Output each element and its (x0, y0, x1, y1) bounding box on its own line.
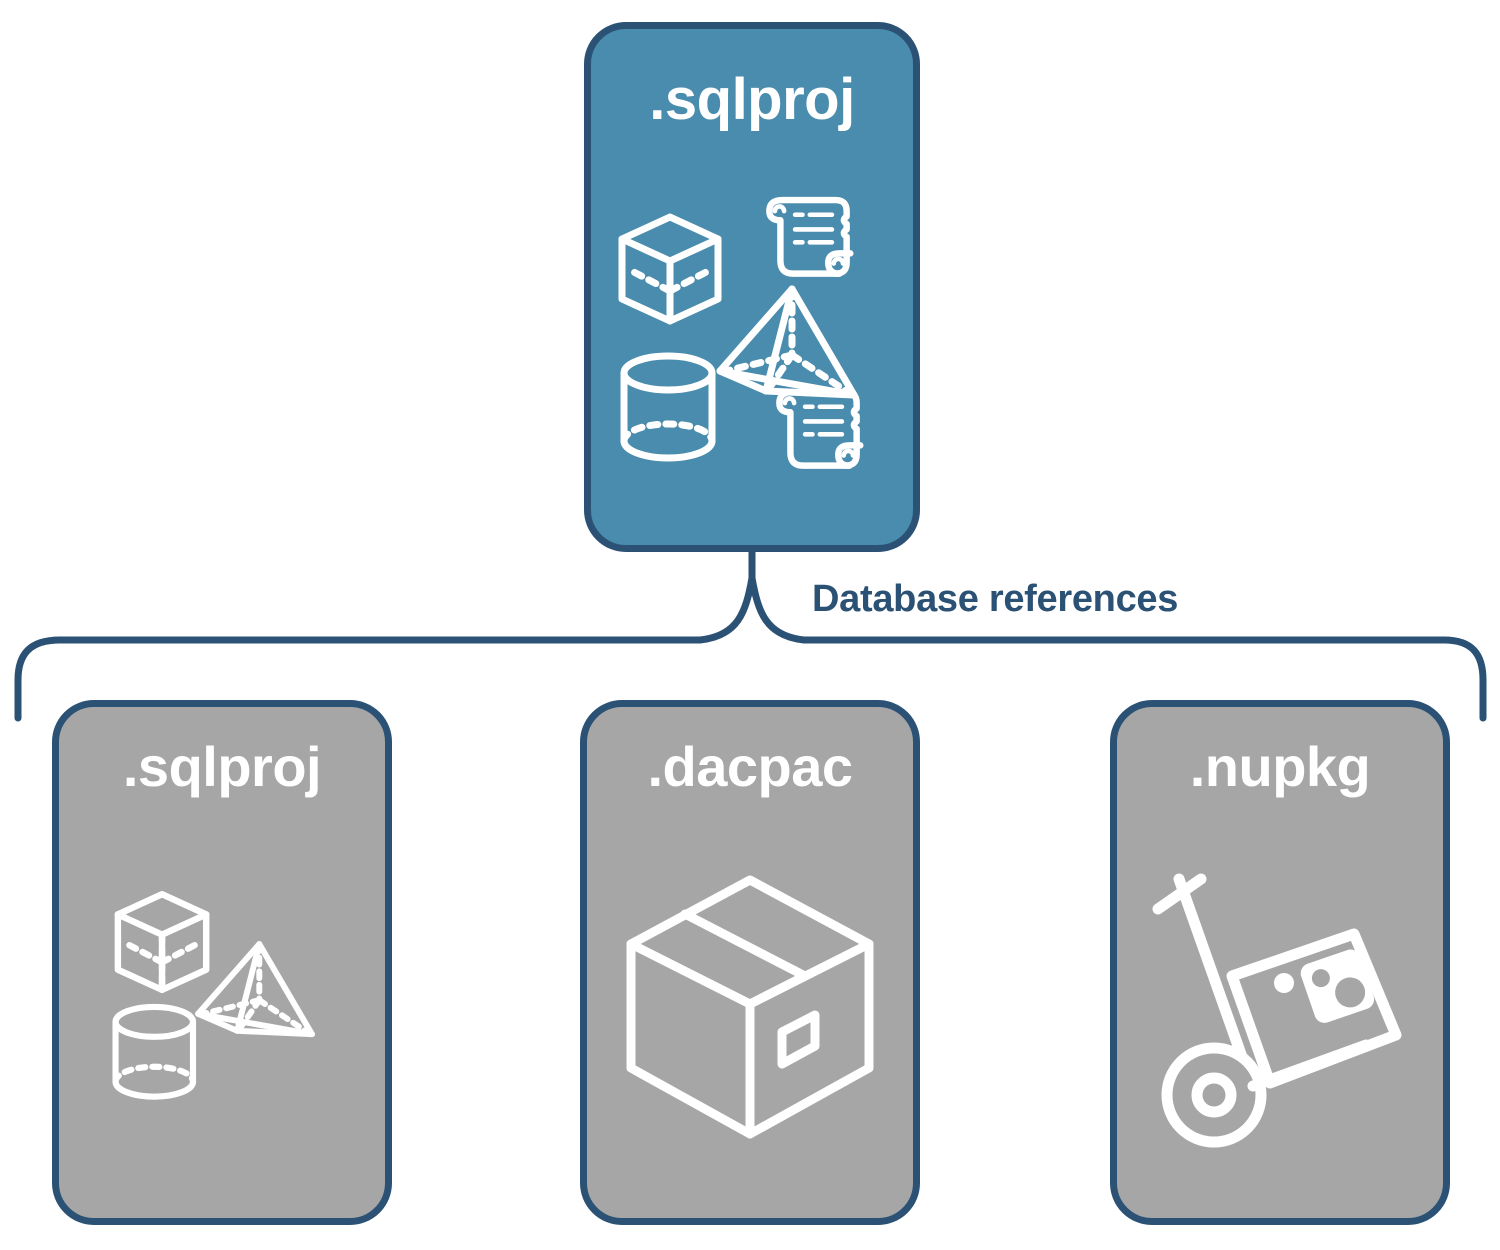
connector-label: Database references (812, 578, 1179, 620)
child-node-nupkg[interactable]: .nupkg (1110, 700, 1450, 1225)
pyramid-icon (195, 940, 315, 1037)
child-node-sqlproj-artwork (59, 795, 385, 1218)
cylinder-icon (620, 352, 716, 462)
child-node-sqlproj-title: .sqlproj (122, 735, 322, 798)
root-node-sqlproj[interactable]: .sqlproj (584, 22, 920, 552)
cube-icon (618, 213, 722, 325)
root-node-title: .sqlproj (649, 67, 855, 132)
root-node-artwork (591, 129, 913, 545)
child-node-dacpac-title: .dacpac (647, 735, 853, 798)
package-box-icon (626, 875, 874, 1138)
nuget-package-icon (1226, 928, 1402, 1088)
scroll-icon (776, 388, 864, 469)
child-node-dacpac-artwork (587, 795, 913, 1218)
child-node-sqlproj[interactable]: .sqlproj (52, 700, 392, 1225)
scroll-icon (766, 196, 854, 277)
cube-icon (114, 890, 210, 993)
child-node-nupkg-title: .nupkg (1189, 735, 1371, 798)
pyramid-icon (716, 285, 858, 399)
child-node-dacpac[interactable]: .dacpac (580, 700, 920, 1225)
cylinder-icon (112, 1003, 197, 1100)
child-node-nupkg-artwork (1117, 795, 1443, 1218)
